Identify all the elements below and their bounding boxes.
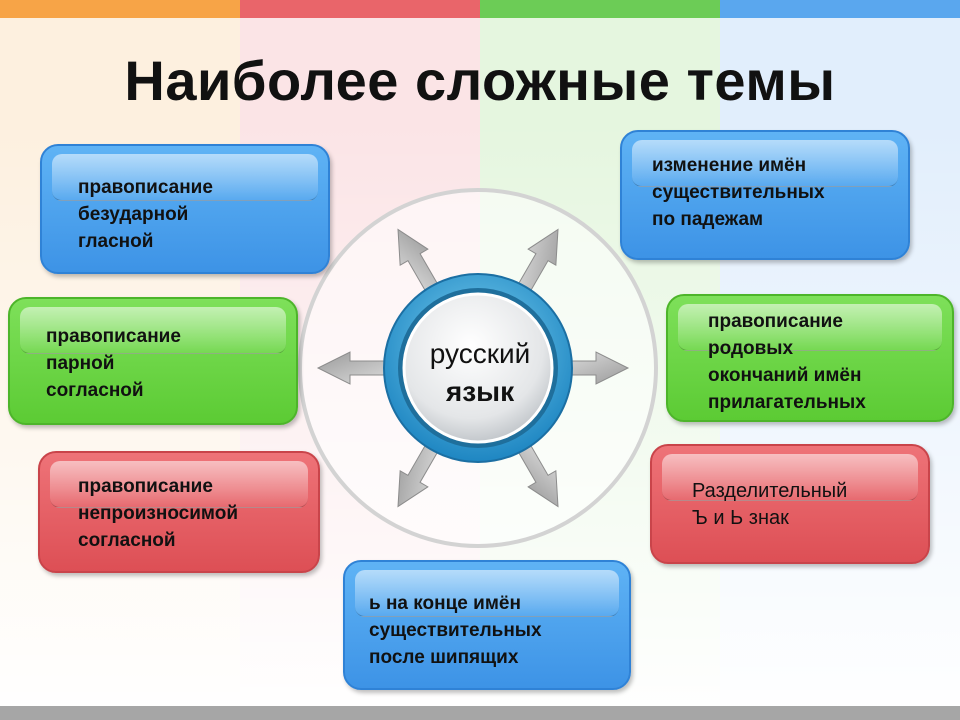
box-highlight <box>355 570 619 617</box>
box-highlight <box>52 154 318 201</box>
hub-label-line1: русский <box>429 338 531 369</box>
hub-label: русский язык <box>398 335 562 411</box>
hub-inner <box>402 292 554 444</box>
box-highlight <box>662 454 918 501</box>
box-highlight <box>678 304 942 351</box>
box-highlight <box>632 140 898 187</box>
slide-title: Наиболее сложные темы <box>124 49 836 112</box>
stripe-red <box>240 0 480 18</box>
bottom-bar <box>0 706 960 720</box>
stripe-blue <box>720 0 960 18</box>
stripe-green <box>480 0 720 18</box>
hub-label-line2: язык <box>445 376 515 407</box>
box-highlight <box>50 461 308 508</box>
stripe-orange <box>0 0 240 18</box>
box-highlight <box>20 307 286 354</box>
